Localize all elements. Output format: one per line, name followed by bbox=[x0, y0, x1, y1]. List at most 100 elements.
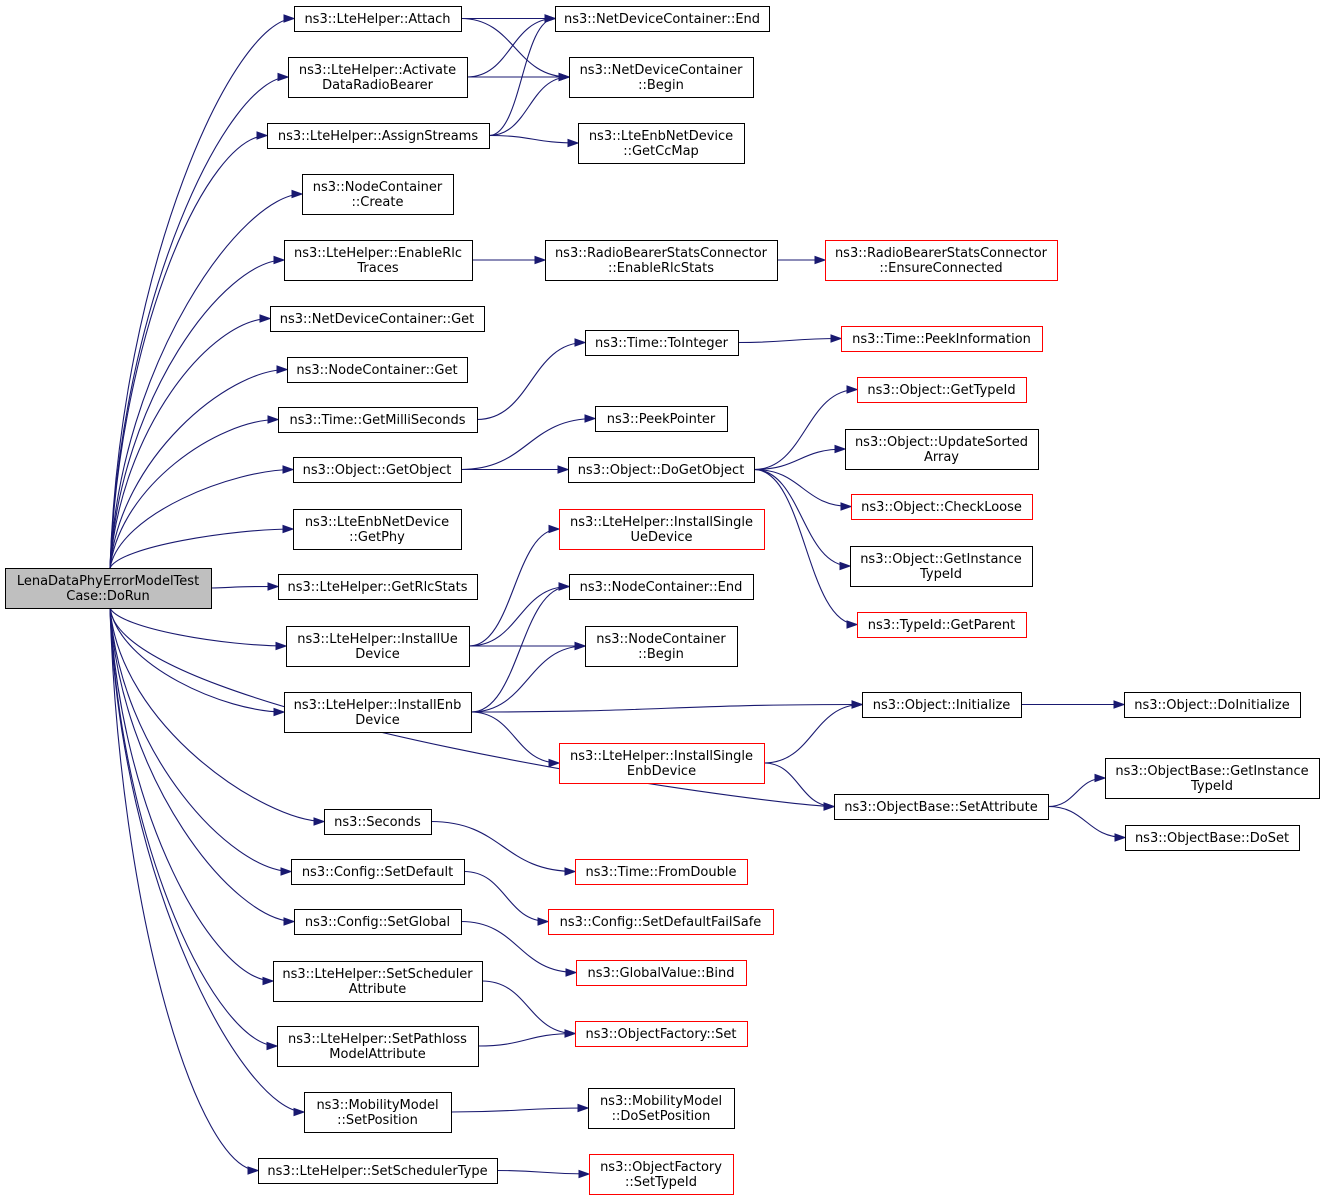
graph-node-ndc-end[interactable]: ns3::NetDeviceContainer::End bbox=[555, 6, 770, 32]
edge-root-to-get-object bbox=[109, 465, 295, 569]
node-box bbox=[841, 326, 1043, 352]
graph-node-mm-dosetpos[interactable]: ns3::MobilityModel::DoSetPosition bbox=[588, 1088, 735, 1129]
graph-node-get-type-id[interactable]: ns3::Object::GetTypeId bbox=[857, 377, 1027, 403]
node-box bbox=[545, 240, 778, 281]
node-box bbox=[1124, 692, 1301, 718]
graph-node-ndc-begin[interactable]: ns3::NetDeviceContainer::Begin bbox=[569, 57, 754, 98]
node-label-line: ns3::ObjectFactory::Set bbox=[585, 1027, 736, 1042]
node-label-line: ns3::Object::GetInstance bbox=[860, 552, 1022, 567]
graph-node-to-integer[interactable]: ns3::Time::ToInteger bbox=[585, 330, 739, 356]
node-label-line: ns3::Time::FromDouble bbox=[586, 865, 737, 880]
edge-do-get-object-to-update-sorted bbox=[753, 444, 847, 471]
edge-set-sched-type-to-of-settypeid bbox=[496, 1169, 591, 1179]
edge-seconds-to-from-double bbox=[430, 820, 577, 876]
edge-do-get-object-to-get-parent bbox=[753, 468, 859, 629]
graph-node-set-path-attr[interactable]: ns3::LteHelper::SetPathlossModelAttribut… bbox=[277, 1026, 479, 1067]
graph-node-of-settypeid[interactable]: ns3::ObjectFactory::SetTypeId bbox=[589, 1154, 734, 1195]
node-label-line: ns3::Object::GetObject bbox=[303, 463, 452, 478]
edge-install-enb-to-nc-end bbox=[470, 582, 571, 713]
edge-root-to-set-global bbox=[109, 607, 296, 926]
graph-node-nc-begin[interactable]: ns3::NodeContainer::Begin bbox=[585, 626, 738, 667]
graph-node-nc-end[interactable]: ns3::NodeContainer::End bbox=[569, 574, 754, 600]
edge-attach-to-ndc-begin bbox=[460, 17, 571, 82]
node-box bbox=[548, 909, 774, 935]
graph-node-check-loose[interactable]: ns3::Object::CheckLoose bbox=[851, 494, 1033, 520]
graph-node-ob-doset[interactable]: ns3::ObjectBase::DoSet bbox=[1125, 825, 1300, 851]
graph-node-nc-create[interactable]: ns3::NodeContainer::Create bbox=[302, 174, 454, 215]
graph-node-get-parent[interactable]: ns3::TypeId::GetParent bbox=[857, 612, 1027, 638]
node-label-line: Array bbox=[924, 450, 959, 465]
node-label-line: ns3::NetDeviceContainer bbox=[580, 63, 744, 78]
node-label-line: TypeId bbox=[919, 567, 962, 582]
node-box bbox=[559, 509, 765, 550]
graph-node-get-rlc[interactable]: ns3::LteHelper::GetRlcStats bbox=[278, 574, 478, 600]
node-box bbox=[278, 574, 478, 600]
node-label-line: ns3::RadioBearerStatsConnector bbox=[835, 246, 1048, 261]
edge-set-path-attr-to-of-set bbox=[477, 1029, 577, 1047]
graph-node-set-attribute[interactable]: ns3::ObjectBase::SetAttribute bbox=[834, 794, 1049, 820]
node-box bbox=[589, 1154, 734, 1195]
graph-node-get-ms[interactable]: ns3::Time::GetMilliSeconds bbox=[278, 407, 478, 433]
graph-node-mm-setpos[interactable]: ns3::MobilityModel::SetPosition bbox=[304, 1092, 452, 1133]
graph-node-set-default-fs[interactable]: ns3::Config::SetDefaultFailSafe bbox=[548, 909, 774, 935]
graph-node-get-ccmap[interactable]: ns3::LteEnbNetDevice::GetCcMap bbox=[578, 123, 745, 164]
graph-node-nc-get[interactable]: ns3::NodeContainer::Get bbox=[287, 357, 468, 383]
edge-get-object-to-peek-pointer bbox=[460, 414, 597, 471]
node-label-line: ns3::LteHelper::AssignStreams bbox=[278, 129, 478, 144]
graph-node-get-object[interactable]: ns3::Object::GetObject bbox=[293, 457, 462, 483]
node-label-line: ns3::LteHelper::InstallUe bbox=[297, 632, 458, 647]
graph-node-ndc-get[interactable]: ns3::NetDeviceContainer::Get bbox=[270, 306, 485, 332]
node-label-line: ::SetPosition bbox=[337, 1113, 418, 1128]
node-label-line: ::Begin bbox=[638, 78, 684, 93]
node-label-line: ns3::LteHelper::GetRlcStats bbox=[287, 580, 467, 595]
edge-get-object-to-do-get-object bbox=[461, 465, 570, 474]
node-label-line: ns3::NodeContainer::End bbox=[580, 580, 743, 595]
graph-node-peek-pointer[interactable]: ns3::PeekPointer bbox=[595, 406, 728, 432]
graph-node-from-double[interactable]: ns3::Time::FromDouble bbox=[575, 859, 748, 885]
node-box bbox=[291, 859, 465, 885]
node-label-line: ns3::LteHelper::InstallSingle bbox=[570, 515, 753, 530]
node-label-line: ::EnableRlcStats bbox=[608, 261, 714, 276]
graph-node-do-get-object[interactable]: ns3::Object::DoGetObject bbox=[568, 457, 755, 483]
graph-node-of-set[interactable]: ns3::ObjectFactory::Set bbox=[575, 1021, 748, 1047]
graph-node-set-sched-type[interactable]: ns3::LteHelper::SetSchedulerType bbox=[258, 1158, 498, 1184]
edge-root-to-set-sched-type bbox=[109, 607, 260, 1175]
graph-node-peek-info[interactable]: ns3::Time::PeekInformation bbox=[841, 326, 1043, 352]
edge-assign-to-ndc-end bbox=[488, 14, 557, 137]
graph-node-enable-rlc-stats[interactable]: ns3::RadioBearerStatsConnector::EnableRl… bbox=[545, 240, 778, 281]
graph-node-ensure-conn[interactable]: ns3::RadioBearerStatsConnector::EnsureCo… bbox=[825, 240, 1058, 281]
node-box bbox=[293, 509, 462, 550]
graph-node-get-phy[interactable]: ns3::LteEnbNetDevice::GetPhy bbox=[293, 509, 462, 550]
node-box bbox=[286, 626, 470, 667]
graph-node-seconds[interactable]: ns3::Seconds bbox=[324, 809, 432, 835]
graph-node-gv-bind[interactable]: ns3::GlobalValue::Bind bbox=[576, 960, 747, 986]
node-label-line: Device bbox=[355, 647, 399, 662]
graph-node-attach[interactable]: ns3::LteHelper::Attach bbox=[294, 6, 462, 32]
node-label-line: ns3::LteHelper::Attach bbox=[304, 12, 450, 27]
node-label-line: ns3::LteHelper::InstallSingle bbox=[570, 749, 753, 764]
node-box bbox=[267, 123, 490, 149]
graph-node-obj-doinit[interactable]: ns3::Object::DoInitialize bbox=[1124, 692, 1301, 718]
edge-install-single-enb-to-obj-init bbox=[763, 700, 864, 764]
edge-root-to-seconds bbox=[109, 607, 326, 826]
graph-node-obj-init[interactable]: ns3::Object::Initialize bbox=[862, 692, 1022, 718]
graph-node-assign[interactable]: ns3::LteHelper::AssignStreams bbox=[267, 123, 490, 149]
graph-node-set-default[interactable]: ns3::Config::SetDefault bbox=[291, 859, 465, 885]
node-label-line: Attribute bbox=[349, 982, 406, 997]
edge-set-attribute-to-ob-get-inst-tid bbox=[1047, 773, 1107, 808]
edge-do-get-object-to-get-inst-tid bbox=[753, 468, 852, 571]
edge-do-get-object-to-check-loose bbox=[753, 468, 853, 511]
node-label-line: ns3::ObjectFactory bbox=[600, 1160, 722, 1175]
graph-node-set-global[interactable]: ns3::Config::SetGlobal bbox=[294, 909, 462, 935]
